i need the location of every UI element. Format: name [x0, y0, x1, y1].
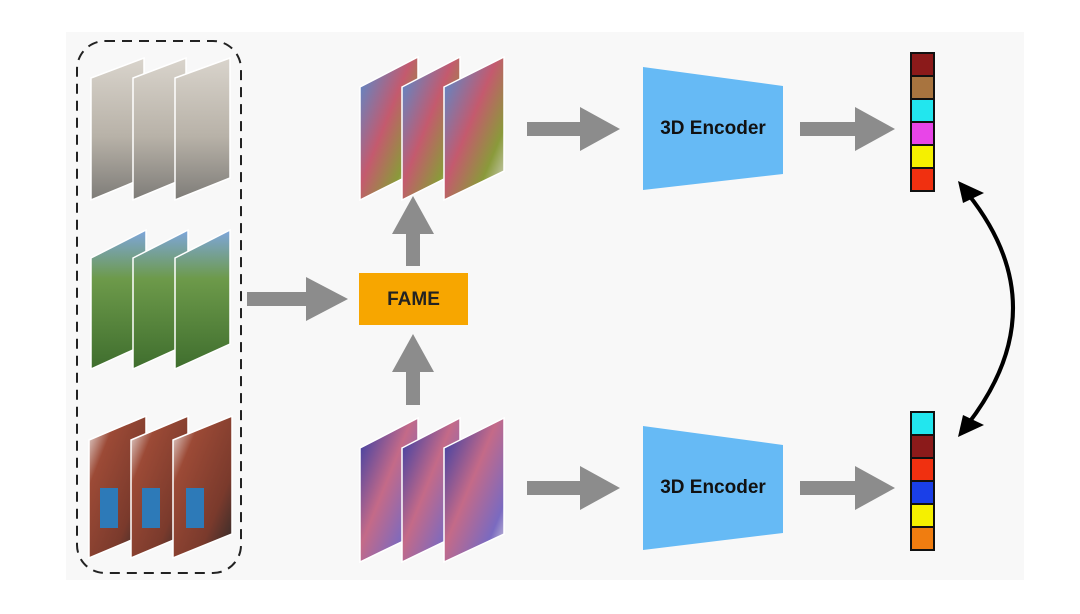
- arrow-anchor-to-fame: [392, 334, 434, 405]
- hallway-clip: [90, 56, 231, 202]
- fame-output-clip: [359, 55, 505, 202]
- arrow-output-to-encoder: [527, 107, 620, 151]
- feature-vector-top-cell-3: [910, 98, 935, 123]
- feature-vector-bottom-cell-1: [910, 411, 935, 436]
- anchor-clip: [359, 416, 505, 564]
- soccer-frame-3: [174, 228, 231, 371]
- feature-vector-top-cell-4: [910, 121, 935, 146]
- arrow-fame-to-output: [392, 196, 434, 266]
- encoder-bottom-label: 3D Encoder: [660, 477, 766, 498]
- encoder-top: 3D Encoder: [643, 67, 783, 190]
- feature-vector-top-cell-2: [910, 75, 935, 100]
- fame-output-frame-3: [443, 55, 505, 202]
- soccer-clip: [90, 228, 231, 371]
- arrow-encoder-to-bottom-vector: [800, 466, 895, 510]
- contrastive-arrowhead-top: [958, 181, 984, 203]
- encoder-bottom: 3D Encoder: [643, 426, 783, 550]
- anchor-frame-3: [443, 416, 505, 564]
- feature-vector-bottom-cell-6: [910, 526, 935, 551]
- boy-brick-clip: [88, 414, 233, 560]
- fame-box: FAME: [359, 273, 468, 325]
- feature-vector-bottom-cell-5: [910, 503, 935, 528]
- boy-figure-2: [142, 488, 160, 528]
- arrow-encoder-to-top-vector: [800, 107, 895, 151]
- boy-figure-3: [186, 488, 204, 528]
- source-clips-group: [76, 40, 242, 574]
- encoder-top-label: 3D Encoder: [660, 118, 766, 139]
- arrow-source-to-fame: [247, 277, 348, 321]
- hallway-frame-3: [174, 56, 231, 202]
- feature-vector-top-cell-1: [910, 52, 935, 77]
- flow-arrows: [247, 107, 895, 510]
- boy-figure-1: [100, 488, 118, 528]
- fame-label: FAME: [387, 289, 440, 310]
- feature-vector-bottom-cell-3: [910, 457, 935, 482]
- contrastive-arrow: [958, 181, 1015, 437]
- arrow-anchor-to-encoder: [527, 466, 620, 510]
- boy-frame-3: [172, 414, 233, 560]
- feature-vector-top-cell-6: [910, 167, 935, 192]
- contrastive-arrowhead-bottom: [958, 415, 984, 437]
- feature-vector-bottom: [910, 411, 935, 551]
- feature-vector-bottom-cell-2: [910, 434, 935, 459]
- feature-vector-top-cell-5: [910, 144, 935, 169]
- feature-vector-bottom-cell-4: [910, 480, 935, 505]
- feature-vector-top: [910, 52, 935, 192]
